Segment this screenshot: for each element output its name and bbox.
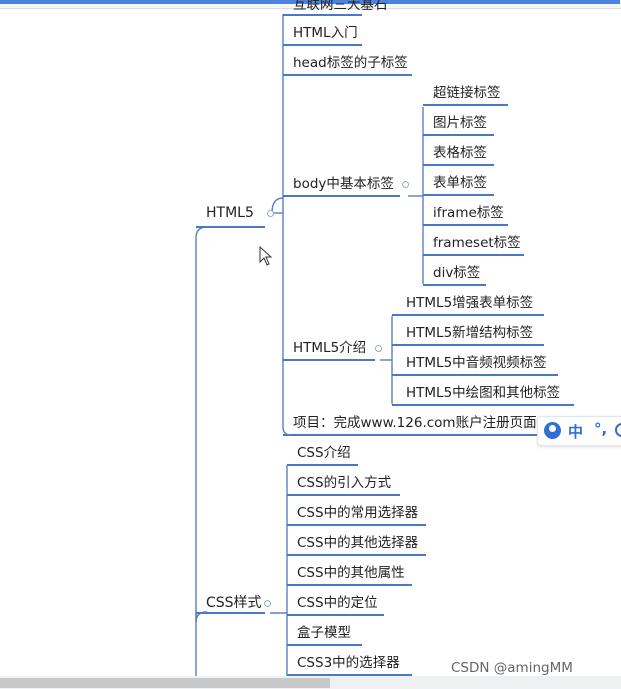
node-css-other-selectors[interactable]: CSS中的其他选择器 (297, 535, 419, 551)
collapse-toggle-html5-intro[interactable] (375, 345, 382, 352)
node-css-common-selectors[interactable]: CSS中的常用选择器 (297, 505, 419, 521)
node-css[interactable]: CSS样式 (206, 595, 262, 611)
collapse-toggle-css[interactable] (264, 600, 271, 607)
node-body-tags[interactable]: body中基本标签 (293, 176, 394, 192)
node-css-intro[interactable]: CSS介绍 (297, 445, 351, 461)
node-img-tag[interactable]: 图片标签 (433, 115, 487, 131)
node-internet-cornerstones[interactable]: 互联网三大基石 (293, 0, 388, 13)
progress-strip (0, 0, 620, 4)
node-html5-canvas[interactable]: HTML5中绘图和其他标签 (406, 385, 561, 401)
node-table-tag[interactable]: 表格标签 (433, 145, 487, 161)
collapse-toggle-body[interactable] (402, 181, 409, 188)
node-link-tag[interactable]: 超链接标签 (433, 85, 501, 101)
ime-language-toggle[interactable]: 中 (568, 423, 584, 441)
node-box-model[interactable]: 盒子模型 (297, 625, 351, 641)
node-html-intro[interactable]: HTML入门 (293, 25, 358, 41)
top-bar (0, 0, 621, 9)
ime-settings-icon[interactable] (615, 423, 621, 437)
node-css-position[interactable]: CSS中的定位 (297, 595, 378, 611)
node-form-tag[interactable]: 表单标签 (433, 175, 487, 191)
ime-punctuation-toggle[interactable]: °, (594, 420, 608, 438)
node-html5-media[interactable]: HTML5中音频视频标签 (406, 355, 547, 371)
ime-toolbar[interactable]: 中 °, (537, 416, 621, 446)
ime-logo-icon[interactable] (544, 422, 561, 439)
node-html5-intro[interactable]: HTML5介绍 (293, 340, 367, 356)
node-iframe-tag[interactable]: iframe标签 (433, 205, 504, 221)
node-frameset-tag[interactable]: frameset标签 (433, 235, 521, 251)
node-html5[interactable]: HTML5 (206, 205, 254, 221)
node-project[interactable]: 项目：完成www.126.com账户注册页面 (293, 415, 537, 431)
node-head-tags[interactable]: head标签的子标签 (293, 55, 408, 71)
watermark: CSDN @amingMM (451, 660, 573, 676)
collapse-toggle-html5[interactable] (267, 210, 274, 217)
node-css-other-props[interactable]: CSS中的其他属性 (297, 565, 405, 581)
horizontal-scrollbar[interactable] (0, 676, 621, 689)
node-css-import[interactable]: CSS的引入方式 (297, 475, 392, 491)
node-html5-form[interactable]: HTML5增强表单标签 (406, 295, 534, 311)
node-css3-selectors[interactable]: CSS3中的选择器 (297, 655, 400, 671)
node-html5-structure[interactable]: HTML5新增结构标签 (406, 325, 534, 341)
node-div-tag[interactable]: div标签 (433, 265, 481, 281)
mouse-cursor-icon (259, 246, 273, 266)
scrollbar-thumb[interactable] (0, 678, 330, 688)
